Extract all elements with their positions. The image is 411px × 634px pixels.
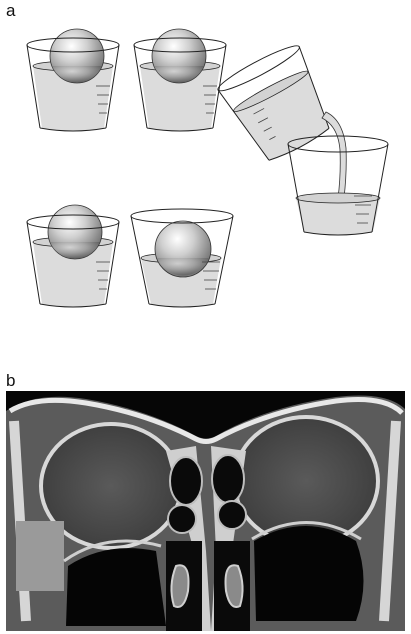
cup-submerged-ball (130, 208, 234, 308)
cup-floating-ball-1 (26, 28, 120, 132)
panel-b-label: b (6, 371, 16, 390)
pouring-cup (217, 45, 330, 161)
panel-a-label: a (6, 1, 16, 20)
receiving-cup (287, 135, 389, 236)
cup-floating-ball-2 (133, 28, 227, 132)
cups-illustration (26, 28, 389, 308)
cup-floating-ball-3 (26, 204, 120, 308)
ct-scan-image (6, 391, 405, 631)
